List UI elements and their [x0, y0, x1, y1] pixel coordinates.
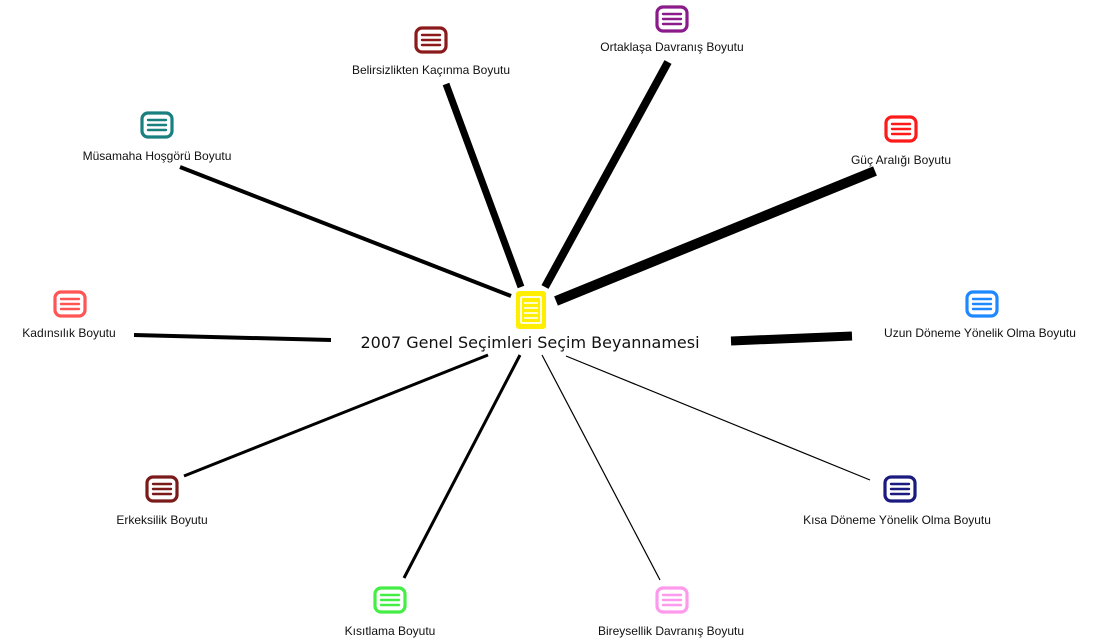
- node-bireysellik[interactable]: Bireysellik Davranış Boyutu: [598, 586, 744, 638]
- edge-kisa: [565, 355, 871, 481]
- node-belirsizlik[interactable]: Belirsizlikten Kaçınma Boyutu: [352, 26, 510, 77]
- edge-uzun: [730, 331, 853, 346]
- node-label: Ortaklaşa Davranış Boyutu: [600, 40, 743, 54]
- edge-guc: [554, 166, 877, 306]
- list-icon: [145, 475, 179, 503]
- node-guc[interactable]: Güç Aralığı Boyutu: [851, 115, 951, 167]
- edge-erkeksilik: [183, 353, 489, 478]
- edge-ortaklasa: [541, 60, 672, 289]
- center-node[interactable]: 2007 Genel Seçimleri Seçim Beyannamesi: [360, 291, 700, 352]
- node-kisitlama[interactable]: Kısıtlama Boyutu: [345, 586, 436, 638]
- edge-musamaha: [179, 165, 512, 298]
- node-uzun[interactable]: Uzun Döneme Yönelik Olma Boyutu: [884, 290, 1076, 340]
- node-label: Müsamaha Hoşgörü Boyutu: [83, 149, 232, 163]
- node-label: Belirsizlikten Kaçınma Boyutu: [352, 63, 510, 77]
- node-label: Kısa Döneme Yönelik Olma Boyutu: [803, 513, 991, 527]
- node-ortaklasa[interactable]: Ortaklaşa Davranış Boyutu: [600, 5, 744, 54]
- list-icon: [53, 290, 87, 318]
- node-musamaha[interactable]: Müsamaha Hoşgörü Boyutu: [83, 111, 232, 163]
- list-icon: [883, 475, 917, 503]
- list-icon: [965, 290, 999, 318]
- list-icon: [884, 115, 918, 143]
- node-erkeksilik[interactable]: Erkeksilik Boyutu: [116, 475, 208, 527]
- node-label: Güç Aralığı Boyutu: [851, 153, 951, 167]
- list-icon: [655, 5, 689, 33]
- node-label: Bireysellik Davranış Boyutu: [598, 624, 744, 638]
- list-icon: [414, 26, 448, 54]
- node-kisa[interactable]: Kısa Döneme Yönelik Olma Boyutu: [803, 475, 991, 527]
- document-icon: [516, 291, 546, 329]
- center-label: 2007 Genel Seçimleri Seçim Beyannamesi: [360, 333, 699, 352]
- list-icon: [140, 111, 174, 139]
- node-label: Erkeksilik Boyutu: [116, 513, 207, 527]
- node-label: Kısıtlama Boyutu: [345, 624, 436, 638]
- edge-kisitlama: [402, 354, 522, 579]
- list-icon: [373, 586, 407, 614]
- edge-kadinsilik: [133, 333, 332, 342]
- edges-layer: [133, 60, 877, 581]
- node-kadinsilik[interactable]: Kadınsılık Boyutu: [22, 290, 116, 340]
- edge-belirsizlik: [442, 82, 525, 289]
- edge-bireysellik: [541, 354, 661, 581]
- list-icon: [655, 586, 689, 614]
- node-label: Uzun Döneme Yönelik Olma Boyutu: [884, 326, 1076, 340]
- node-label: Kadınsılık Boyutu: [22, 326, 115, 340]
- nodes-layer: Ortaklaşa Davranış BoyutuBelirsizlikten …: [22, 5, 1076, 638]
